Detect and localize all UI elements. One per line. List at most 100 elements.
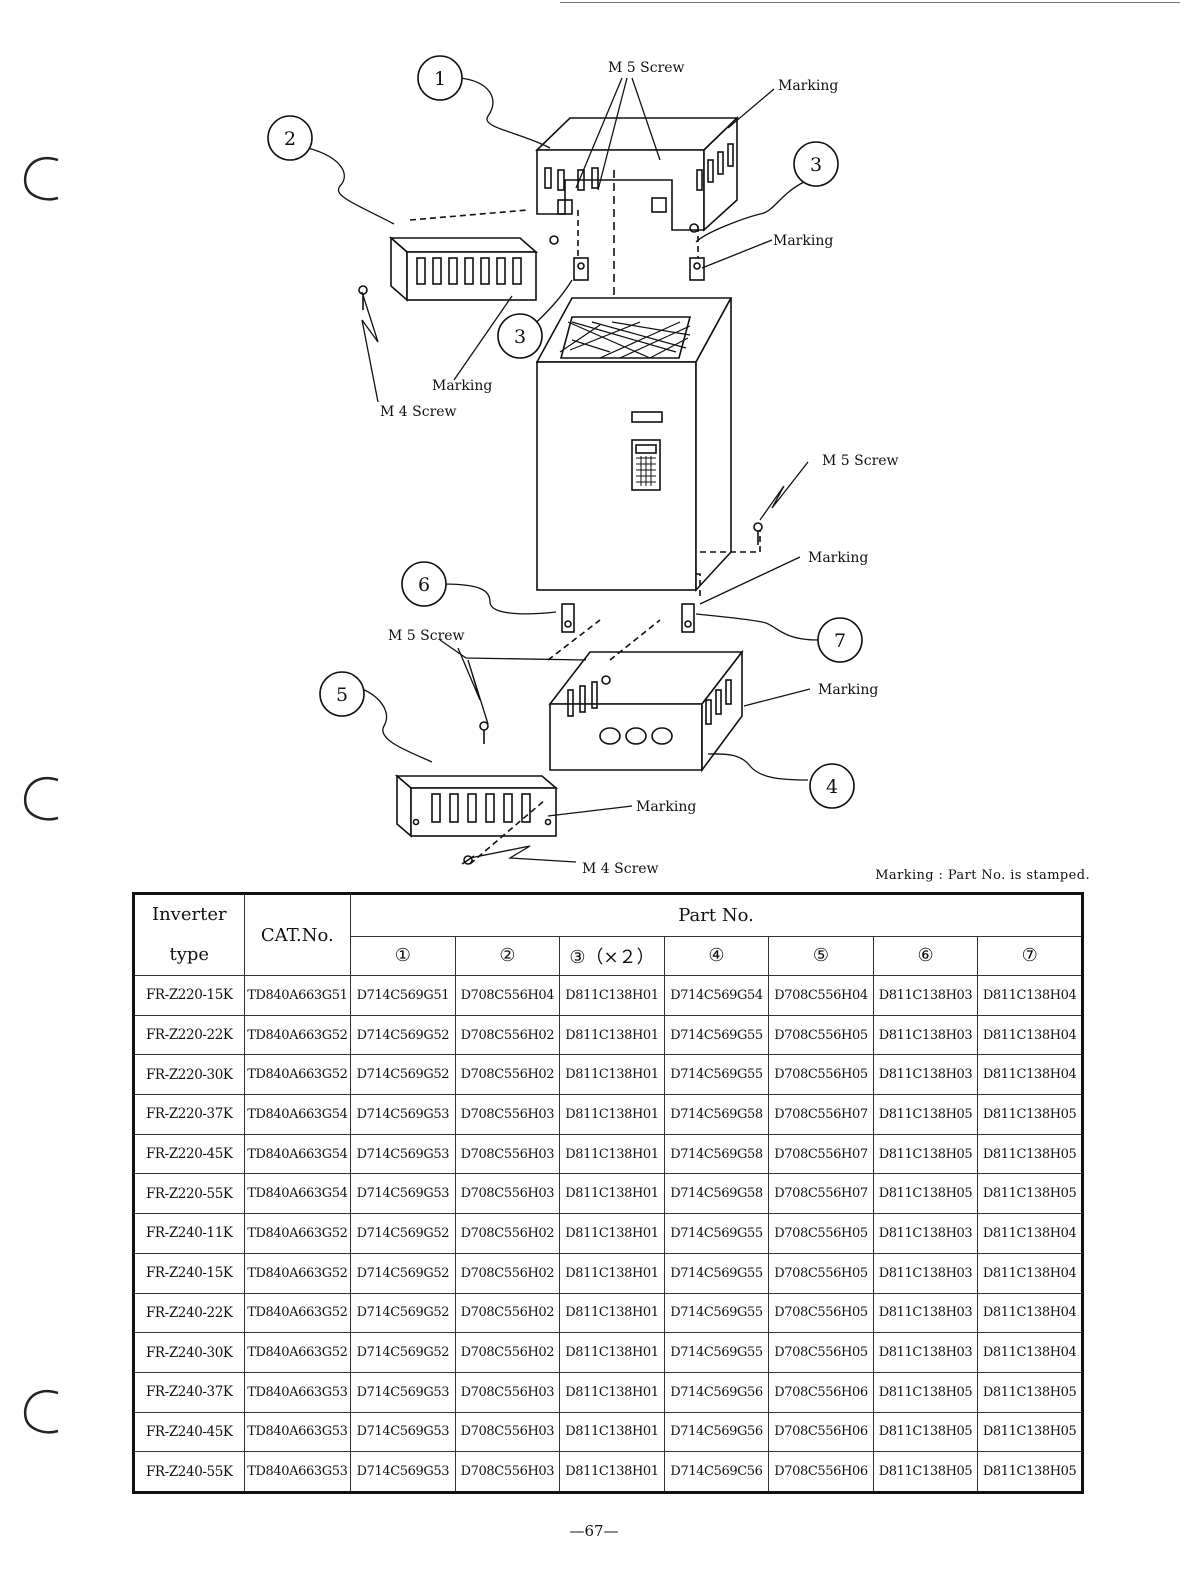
cell-part-4: D714C569G54 <box>663 975 770 1016</box>
cell-inverter-type: FR-Z240-30K <box>133 1332 245 1373</box>
cell-inverter-type: FR-Z220-37K <box>133 1094 245 1135</box>
cell-part-5: D708C556H05 <box>768 1014 874 1056</box>
cell-part-5: D708C556H07 <box>768 1094 874 1135</box>
header-col-7: ⑦ <box>977 935 1083 977</box>
cell-part-3: D811C138H01 <box>559 1094 665 1135</box>
header-col-3: ③（×２） <box>559 935 665 977</box>
cell-part-5: D708C556H06 <box>768 1371 874 1413</box>
label-m5-screw-bottom: M 5 Screw <box>388 628 465 644</box>
cell-part-5: D708C556H06 <box>768 1411 874 1453</box>
label-marking-right: Marking <box>773 233 833 249</box>
cell-part-5: D708C556H05 <box>768 1213 874 1254</box>
cell-part-1: D714C569G53 <box>350 1411 456 1453</box>
cell-part-1: D714C569G52 <box>350 1054 456 1096</box>
cell-part-2: D708C556H03 <box>454 1094 561 1135</box>
part-2-front-panel <box>388 209 539 302</box>
cell-part-2: D708C556H04 <box>454 975 561 1016</box>
cell-part-2: D708C556H02 <box>454 1014 561 1056</box>
cell-part-2: D708C556H02 <box>454 1292 561 1334</box>
header-col-1: ① <box>350 935 456 977</box>
cell-inverter-type: FR-Z220-45K <box>133 1133 245 1175</box>
cell-part-1: D714C569G51 <box>350 975 456 1016</box>
cell-part-6: D811C138H05 <box>872 1411 979 1453</box>
label-m4-screw-top: M 4 Screw <box>380 404 457 420</box>
cell-part-1: D714C569G52 <box>350 1213 456 1254</box>
callout-5: 5 <box>336 684 348 706</box>
header-inverter: Inverter <box>151 904 227 925</box>
cell-part-7: D811C138H04 <box>977 1252 1083 1294</box>
binder-hole-icon <box>18 770 64 826</box>
cell-part-1: D714C569G53 <box>350 1173 456 1215</box>
cell-inverter-type: FR-Z220-15K <box>133 975 245 1016</box>
cell-part-4: D714C569G55 <box>663 1054 770 1096</box>
cell-part-5: D708C556H05 <box>768 1054 874 1096</box>
leader-lines <box>307 77 819 863</box>
cell-part-1: D714C569G53 <box>350 1133 456 1175</box>
header-col-2: ② <box>454 935 561 977</box>
label-marking-mid: Marking <box>808 550 868 566</box>
cell-cat-no: TD840A663G52 <box>243 1292 352 1334</box>
cell-part-7: D811C138H04 <box>977 1054 1083 1096</box>
cell-part-1: D714C569G52 <box>350 1292 456 1334</box>
header-part-no: Part No. <box>350 893 1083 937</box>
cell-part-6: D811C138H03 <box>872 1054 979 1096</box>
cell-part-6: D811C138H03 <box>872 1252 979 1294</box>
cell-inverter-type: FR-Z220-30K <box>133 1054 245 1096</box>
cell-cat-no: TD840A663G52 <box>243 1213 352 1254</box>
cell-inverter-type: FR-Z240-37K <box>133 1371 245 1413</box>
cell-part-6: D811C138H03 <box>872 1332 979 1373</box>
cell-part-2: D708C556H03 <box>454 1371 561 1413</box>
cell-cat-no: TD840A663G53 <box>243 1411 352 1453</box>
cell-cat-no: TD840A663G53 <box>243 1371 352 1413</box>
callout-circles <box>267 55 863 809</box>
cell-part-5: D708C556H06 <box>768 1451 874 1493</box>
cell-part-3: D811C138H01 <box>559 1371 665 1413</box>
label-m5-screw-right: M 5 Screw <box>822 453 899 469</box>
cell-part-3: D811C138H01 <box>559 975 665 1016</box>
header-col-5: ⑤ <box>768 935 874 977</box>
cell-part-4: D714C569G58 <box>663 1094 770 1135</box>
page-number: —67— <box>569 1522 619 1540</box>
cell-part-7: D811C138H05 <box>977 1411 1083 1453</box>
cell-part-1: D714C569G53 <box>350 1451 456 1493</box>
callout-3-left: 3 <box>514 326 526 348</box>
cell-part-1: D714C569G52 <box>350 1252 456 1294</box>
header-inverter-type: Inverter type <box>133 893 245 976</box>
cell-cat-no: TD840A663G52 <box>243 1252 352 1294</box>
cell-part-6: D811C138H05 <box>872 1133 979 1175</box>
cell-cat-no: TD840A663G53 <box>243 1451 352 1493</box>
label-marking-left: Marking <box>432 378 492 394</box>
cell-part-2: D708C556H02 <box>454 1252 561 1294</box>
cell-part-3: D811C138H01 <box>559 1213 665 1254</box>
callout-2: 2 <box>284 128 296 150</box>
cell-part-1: D714C569G53 <box>350 1371 456 1413</box>
cell-part-4: D714C569G58 <box>663 1133 770 1175</box>
cell-part-4: D714C569G56 <box>663 1371 770 1413</box>
label-m4-screw-bottom: M 4 Screw <box>582 861 659 877</box>
cell-part-1: D714C569G52 <box>350 1014 456 1056</box>
part-6-7-brackets <box>561 530 761 633</box>
binder-hole-icon <box>18 150 64 206</box>
cell-part-6: D811C138H03 <box>872 1292 979 1334</box>
cell-part-6: D811C138H05 <box>872 1371 979 1413</box>
cell-part-3: D811C138H01 <box>559 1173 665 1215</box>
header-type: type <box>169 944 210 965</box>
inverter-body <box>535 170 733 593</box>
cell-part-4: D714C569G55 <box>663 1292 770 1334</box>
cell-inverter-type: FR-Z220-55K <box>133 1173 245 1215</box>
binder-hole-icon <box>18 1383 64 1439</box>
cell-part-5: D708C556H07 <box>768 1173 874 1215</box>
cell-part-2: D708C556H02 <box>454 1332 561 1373</box>
cell-part-2: D708C556H03 <box>454 1451 561 1493</box>
cell-part-2: D708C556H03 <box>454 1133 561 1175</box>
callout-4: 4 <box>826 776 838 798</box>
exploded-assembly-diagram: 1 2 3 3 4 5 6 7 M 5 Screw Marking Markin… <box>267 55 899 877</box>
cell-part-7: D811C138H04 <box>977 975 1083 1016</box>
part-5-front-cover <box>394 774 559 865</box>
